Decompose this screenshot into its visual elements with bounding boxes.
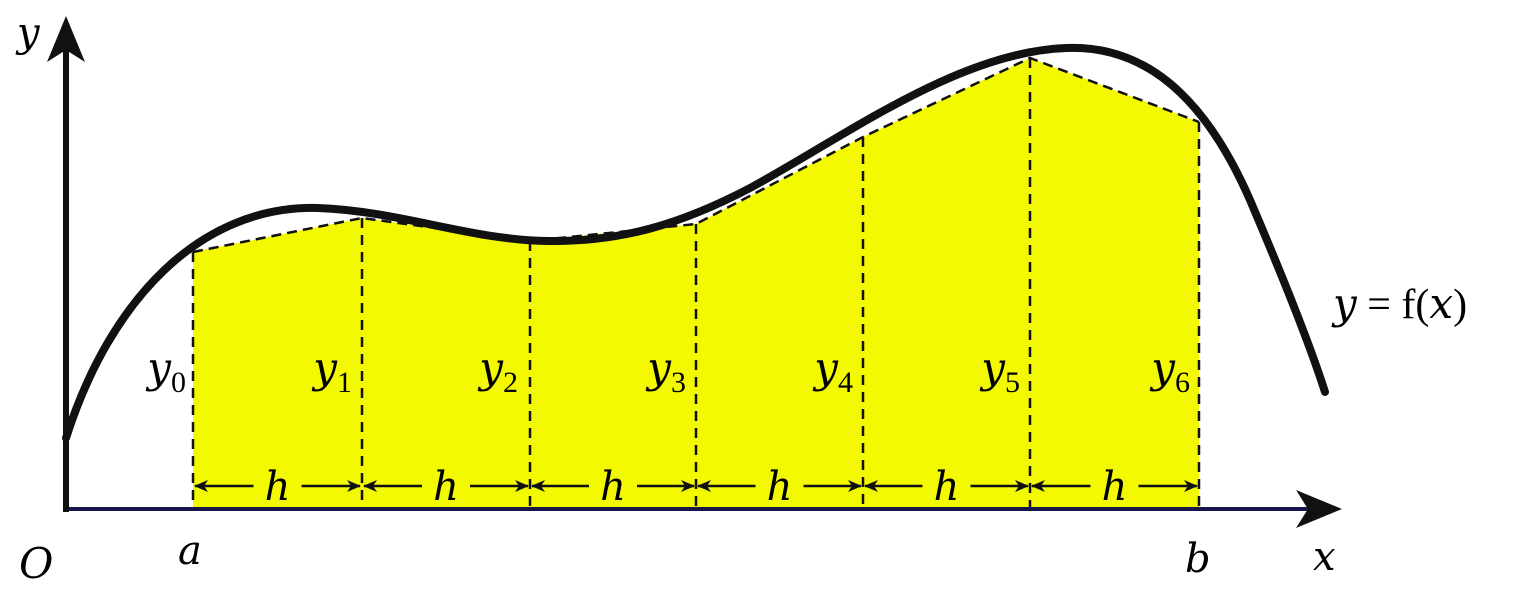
function-label-y: y — [1331, 279, 1358, 328]
ordinate-label-subscript: 2 — [503, 366, 518, 399]
function-label-equals: = — [1357, 282, 1402, 328]
function-label: y = f(x) — [1331, 279, 1467, 328]
function-curve — [62, 43, 1329, 442]
origin-label: O — [19, 539, 53, 588]
ordinate-label-base: y — [477, 343, 504, 392]
ordinate-label-y4: y4 — [812, 343, 853, 399]
ordinate-label-base: y — [311, 343, 338, 392]
ordinate-label-base: y — [979, 343, 1006, 392]
ordinate-label-base: y — [812, 343, 839, 392]
ordinate-label-subscript: 6 — [1175, 366, 1190, 399]
ordinate-label-base: y — [145, 343, 172, 392]
x-axis-arrowhead — [1296, 490, 1342, 528]
ordinate-lines — [191, 58, 1201, 508]
lower-bound-label: a — [178, 528, 202, 574]
interval-marker-6: h — [1031, 464, 1198, 510]
function-label-close: ) — [1453, 282, 1467, 328]
interval-label-h: h — [265, 464, 291, 510]
function-label-f: f( — [1401, 282, 1429, 328]
ordinate-label-y0: y0 — [145, 343, 186, 399]
ordinate-label-base: y — [1149, 343, 1176, 392]
upper-bound-label: b — [1185, 536, 1211, 582]
interval-marker-1: h — [194, 464, 361, 510]
y-axis-label: y — [15, 10, 41, 56]
interval-label-h: h — [1102, 464, 1128, 510]
interval-label-h: h — [767, 464, 793, 510]
ordinate-label-base: y — [645, 343, 672, 392]
ordinate-label-y3: y3 — [645, 343, 686, 399]
interval-label-h: h — [433, 464, 459, 510]
interval-label-h: h — [600, 464, 626, 510]
interval-marker-5: h — [864, 464, 1029, 510]
ordinate-label-y5: y5 — [979, 343, 1020, 399]
function-label-x: x — [1429, 279, 1453, 328]
x-axis-label: x — [1313, 534, 1336, 580]
interval-marker-3: h — [531, 464, 695, 510]
interval-marker-2: h — [363, 464, 529, 510]
y-axis-arrowhead — [47, 16, 85, 62]
ordinate-label-y1: y1 — [311, 343, 352, 399]
interval-marker-4: h — [697, 464, 862, 510]
ordinate-label-subscript: 0 — [171, 366, 186, 399]
ordinate-label-y6: y6 — [1149, 343, 1190, 399]
ordinate-label-subscript: 4 — [838, 366, 853, 399]
ordinate-label-subscript: 5 — [1005, 366, 1020, 399]
ordinate-label-subscript: 1 — [337, 366, 352, 399]
interval-label-h: h — [934, 464, 960, 510]
ordinate-label-y2: y2 — [477, 343, 518, 399]
ordinate-label-subscript: 3 — [671, 366, 686, 399]
